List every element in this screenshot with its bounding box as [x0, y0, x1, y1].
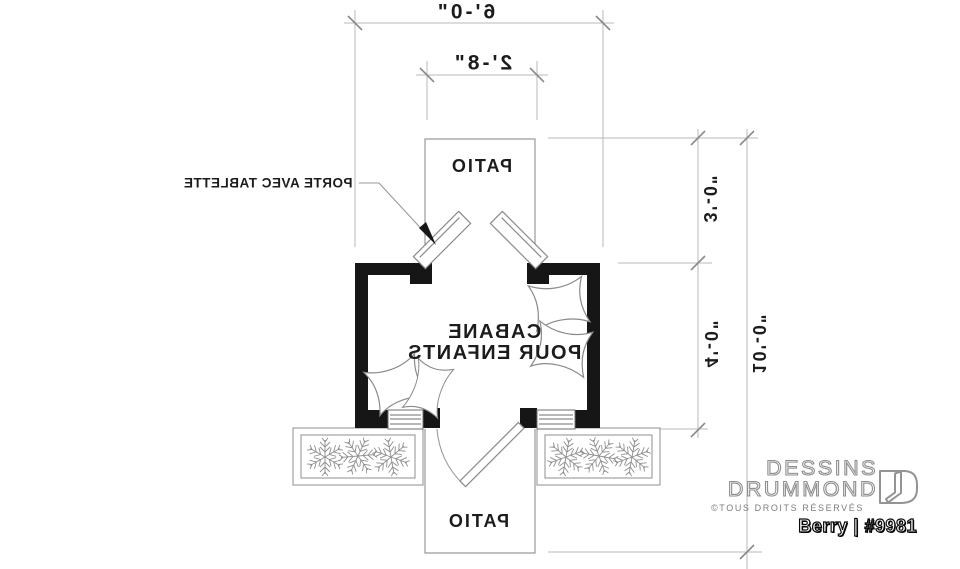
- brand-rights: ©TOUS DROITS RÉSERVÉS: [711, 503, 864, 513]
- dim-total-depth: 10'-0": [749, 312, 769, 374]
- drummond-door-logo-icon: [879, 470, 918, 504]
- patio-door: [436, 421, 525, 488]
- plan-reference: Berry | #9981: [798, 515, 917, 536]
- brand-line2: DRUMMOND: [727, 477, 878, 501]
- dim-width-total: 6'-0": [434, 0, 496, 24]
- brand-line1: DESSINS: [766, 456, 878, 480]
- patio-bottom-label: PATIO: [446, 511, 510, 531]
- dim-patio-depth: 3'-0": [700, 173, 720, 223]
- dim-cabin-depth: 4'-0": [701, 318, 721, 368]
- brand-wordmark: DESSINS DRUMMOND: [727, 456, 878, 501]
- dim-door-opening: 2'-8": [451, 51, 513, 75]
- room-label-line1: CABANE: [446, 321, 542, 343]
- extension-lines: [344, 10, 762, 569]
- cabin-walls: [355, 263, 600, 428]
- patio-top-label: PATIO: [449, 156, 513, 176]
- double-door-panels: [412, 210, 549, 270]
- window-right: [536, 409, 576, 430]
- patio-bottom-outline: [424, 429, 536, 554]
- dimension-ticks: [347, 15, 755, 560]
- door-note-label: PORTE AVEC TABLETTE: [183, 175, 353, 191]
- room-label-line2: POUR ENFANTS: [406, 342, 582, 364]
- patio-top-outline: [424, 138, 536, 263]
- window-left: [387, 409, 424, 430]
- door-note-leader: [359, 182, 436, 245]
- leader-arrow-icon: [419, 222, 436, 245]
